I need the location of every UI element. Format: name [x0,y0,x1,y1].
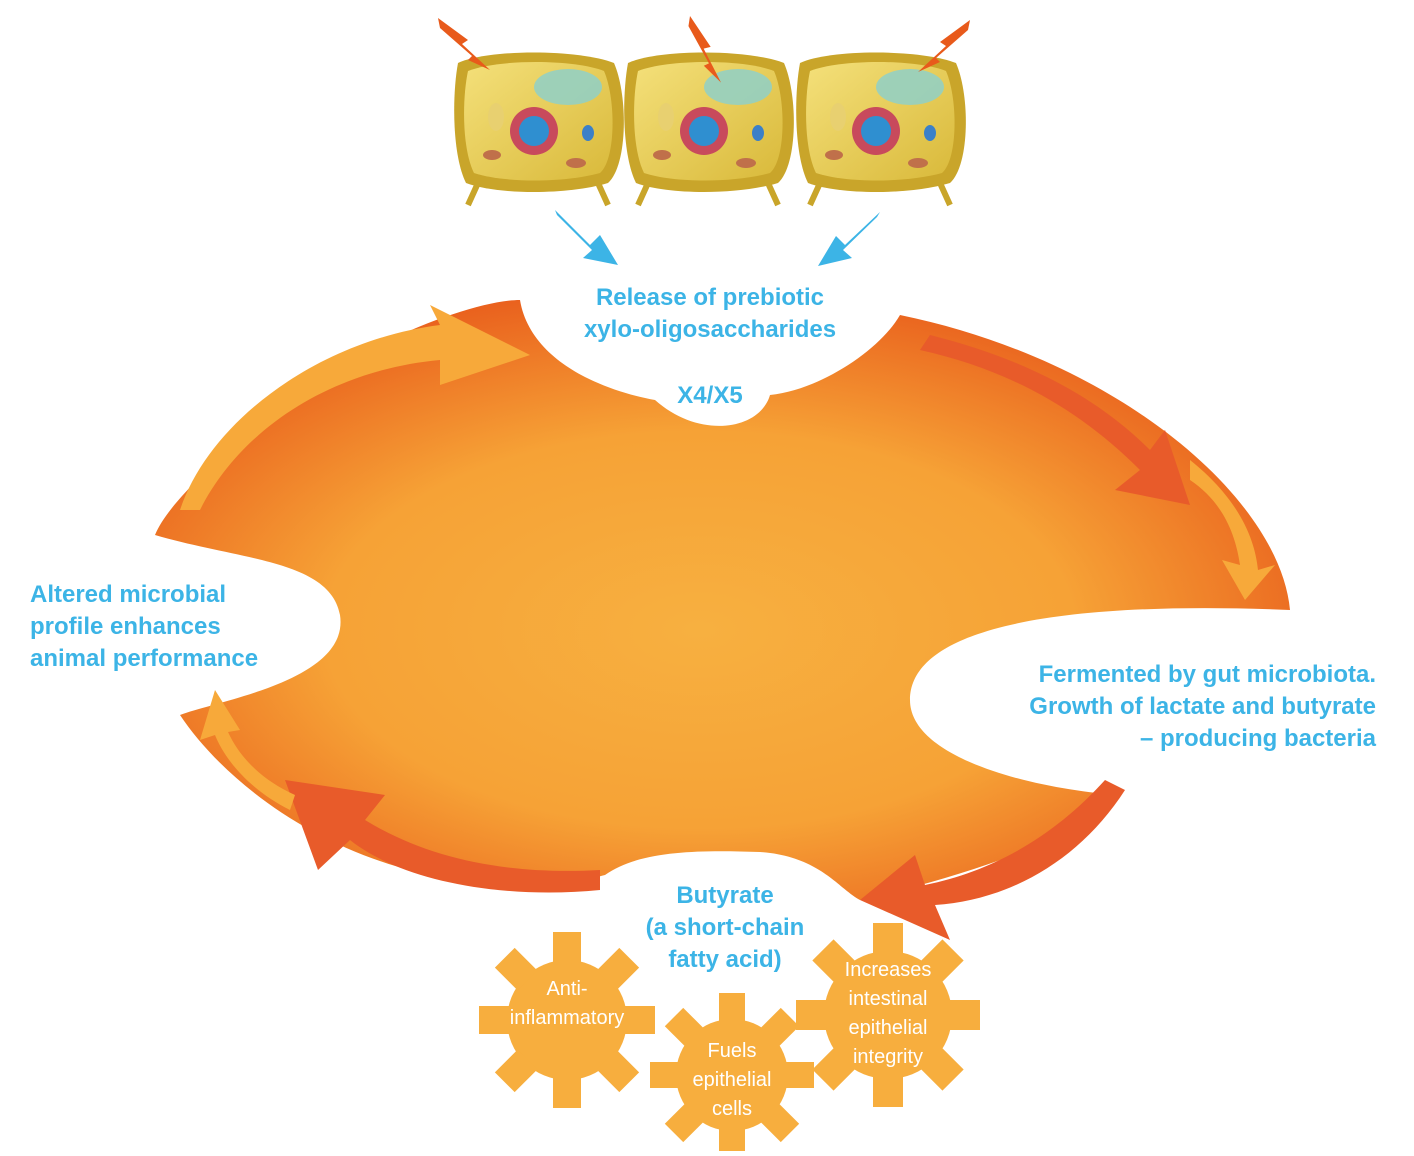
gear1-line2: inflammatory [509,1007,625,1029]
left-label-line2: profile enhances [30,613,221,640]
cycle-arrow-icon [180,305,530,510]
plant-cell-icon [624,53,794,206]
gear3-line4: integrity [852,1046,924,1068]
right-label: Fermented by gut microbiota. Growth of l… [920,659,1376,755]
bottom-label-line3: fatty acid) [668,946,782,973]
lightning-bolt-icon [918,20,970,72]
cycle-arrow-icon [860,780,1125,940]
blue-arrow-left [555,210,618,265]
cycle-arrow-icon [1190,460,1275,600]
gear3-line1: Increases [844,959,932,981]
lightning-bolt-icon [688,16,722,83]
xos-tag: X4/X5 [677,382,743,409]
gear3-line2: intestinal [848,988,928,1010]
left-label-line3: animal performance [30,645,259,672]
top-label-line2: xylo-oligosaccharides [583,316,837,343]
gear-icon [479,932,655,1108]
gear2-line1: Fuels [707,1040,757,1062]
right-label-line3: – producing bacteria [1139,725,1376,752]
gear-icon [796,923,980,1107]
plant-cell-icon [796,53,966,206]
top-label: Release of prebiotic xylo-oligosaccharid… [520,282,900,346]
gear-fuels-text: Fuels epithelial cells [662,1037,802,1124]
right-label-line1: Fermented by gut microbiota. [1038,661,1376,688]
cycle-arrow-icon [285,780,600,893]
plant-cell-icon [454,53,624,206]
gear-anti-inflammatory-text: Anti- inflammatory [482,975,652,1033]
gear2-line3: cells [711,1098,752,1120]
bottom-label: Butyrate (a short-chain fatty acid) [600,880,850,976]
bottom-label-line1: Butyrate [676,882,774,909]
cycle-blob [155,300,1290,900]
gear1-line1: Anti- [546,978,588,1000]
gear2-line2: epithelial [692,1069,772,1091]
gear-integrity-text: Increases intestinal epithelial integrit… [808,956,968,1072]
left-label: Altered microbial profile enhances anima… [30,579,350,675]
right-label-line2: Growth of lactate and butyrate [1029,693,1376,720]
cycle-arrow-icon [200,690,295,810]
top-label-line1: Release of prebiotic [595,284,825,311]
gear3-line3: epithelial [848,1017,928,1039]
left-label-line1: Altered microbial [30,581,227,608]
gear-icon [650,993,814,1156]
bottom-label-line2: (a short-chain [645,914,805,941]
blue-arrow-right [818,212,880,266]
cycle-arrow-icon [920,335,1190,505]
